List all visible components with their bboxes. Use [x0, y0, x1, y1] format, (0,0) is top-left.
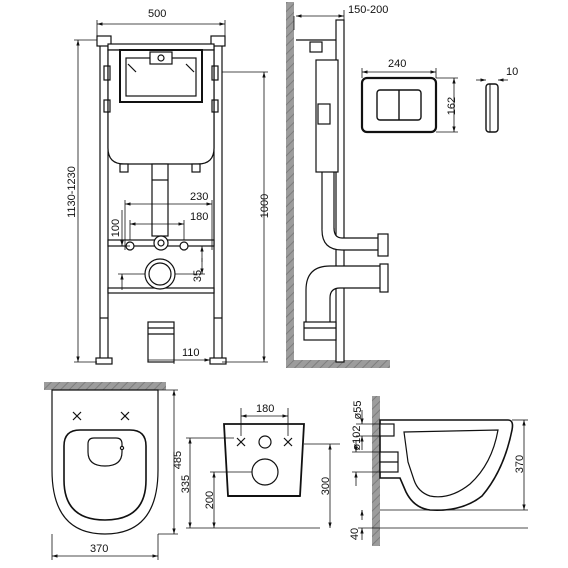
bowl-top-view [44, 382, 178, 560]
flush-plate [360, 76, 499, 134]
bowl-front-view [186, 408, 340, 529]
flush-plate-dimensions [361, 68, 508, 133]
frame-side-view [286, 2, 390, 368]
frame-dimensions [74, 20, 268, 364]
bowl-side-view [352, 396, 528, 546]
frame-front-view [95, 35, 227, 365]
